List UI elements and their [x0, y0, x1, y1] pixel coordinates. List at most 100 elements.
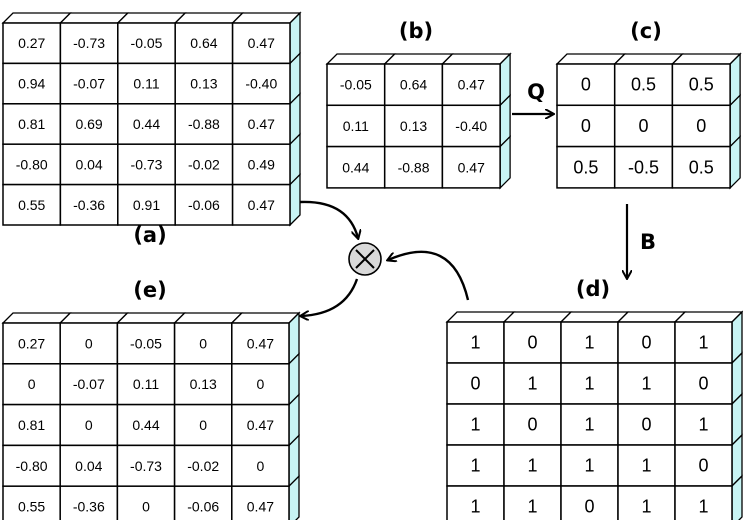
- matrix-cell-value: 1: [641, 497, 651, 517]
- matrix-cell-value: 0.27: [18, 335, 45, 351]
- matrix-cell-value: 0.04: [75, 458, 102, 474]
- matrix-cell-value: -0.07: [73, 76, 105, 92]
- cell-top-face: [231, 12, 302, 24]
- matrix-cell-value: 1: [584, 456, 594, 476]
- label-a: (a): [133, 223, 166, 247]
- matrix-cell-value: 1: [527, 497, 537, 517]
- matrix-cell: [441, 63, 501, 107]
- matrix-cell: [59, 143, 119, 186]
- matrix-cell-value: 0.11: [343, 118, 369, 134]
- matrix-cell: [674, 362, 733, 405]
- matrix-cell: [59, 103, 119, 145]
- matrix-cell-value: 0.27: [18, 35, 45, 51]
- matrix-cell-value: 1: [527, 374, 537, 394]
- matrix-cell: [2, 143, 62, 186]
- matrix-cell-value: 1: [698, 415, 708, 435]
- matrix-cell-value: 0.81: [18, 116, 45, 132]
- matrix-cell: [231, 62, 291, 105]
- matrix-cell-value: 0.44: [132, 417, 159, 433]
- matrix-cell-value: 0.11: [133, 376, 159, 392]
- matrix-cell-value: 0.47: [248, 116, 275, 132]
- matrix-cell-value: -0.73: [131, 156, 163, 172]
- cell-top-face: [230, 312, 301, 324]
- cell-top-face: [383, 53, 454, 65]
- matrix-cell-value: 0: [527, 415, 537, 435]
- matrix-cell-value: 0.5: [573, 157, 598, 177]
- matrix-cell: [59, 403, 119, 447]
- matrix-cell-value: 1: [698, 333, 708, 353]
- cell-top-face: [559, 311, 630, 323]
- matrix-cell-value: 1: [470, 415, 480, 435]
- label-c: (c): [630, 19, 662, 43]
- matrix-cell-value: -0.40: [245, 76, 277, 92]
- cell-top-face: [616, 311, 687, 323]
- matrix-cell: [116, 363, 176, 406]
- matrix-cell-value: 0: [696, 116, 706, 136]
- matrix-cell-value: 0.5: [689, 157, 714, 177]
- matrix-cell-value: 0.04: [75, 156, 102, 172]
- matrix-cell: [674, 444, 733, 487]
- cell-top-face: [555, 53, 627, 65]
- matrix-cell: [59, 485, 119, 520]
- cell-top-face: [613, 53, 684, 65]
- matrix-cell: [671, 145, 731, 189]
- matrix-cell: [503, 321, 562, 364]
- matrix-cell-value: -0.73: [130, 458, 162, 474]
- matrix-cell-value: 0.47: [248, 197, 275, 213]
- matrix-cell-value: -0.05: [131, 35, 163, 51]
- matrix-cell: [116, 485, 176, 520]
- matrix-cell: [173, 322, 233, 365]
- matrix-cell: [441, 104, 501, 148]
- matrix-cell: [116, 444, 176, 487]
- matrix-cell-value: 1: [584, 374, 594, 394]
- matrix-cell-value: 1: [470, 497, 480, 517]
- q-operator-label: Q: [527, 80, 545, 104]
- cell-top-face: [1, 12, 72, 24]
- elementwise-multiply-icon: [348, 242, 382, 276]
- matrix-cell: [231, 103, 291, 145]
- matrix-cell: [231, 444, 290, 487]
- matrix-cell-value: 0: [527, 333, 537, 353]
- matrix-cell-value: 0.11: [133, 76, 159, 92]
- matrix-cell-value: 0: [584, 497, 594, 517]
- matrix-cell-value: 0.13: [190, 76, 217, 92]
- matrix-cell: [446, 444, 505, 487]
- matrix-cell-value: 0.47: [248, 35, 275, 51]
- matrix-cell: [116, 322, 176, 365]
- matrix-cell: [446, 362, 505, 405]
- matrix-cell: [173, 403, 233, 447]
- label-e: (e): [133, 278, 166, 302]
- matrix-cell: [613, 104, 674, 148]
- matrix-cell: [383, 63, 444, 107]
- matrix-cell: [556, 104, 616, 148]
- matrix-cell-value: 0: [698, 456, 708, 476]
- label-b: (b): [399, 19, 433, 43]
- matrix-cell-value: 0: [28, 376, 36, 392]
- matrix-cell: [174, 183, 234, 226]
- matrix-cell-value: 0: [142, 499, 150, 515]
- matrix-cell: [560, 362, 619, 405]
- matrix-cell-value: 0: [641, 415, 651, 435]
- cell-top-face: [116, 12, 187, 24]
- matrix-cell-value: 0: [470, 374, 480, 394]
- matrix-cell: [446, 403, 505, 446]
- matrix-cell-value: 0: [257, 376, 265, 392]
- cell-top-face: [173, 312, 244, 324]
- matrix-cell-value: 0: [698, 374, 708, 394]
- matrix-cell-value: 1: [584, 333, 594, 353]
- matrix-cell-value: -0.73: [73, 35, 105, 51]
- cell-side-face: [729, 135, 741, 190]
- matrix-cell-value: 1: [470, 333, 480, 353]
- matrix-cell-value: 0: [85, 335, 93, 351]
- matrix-cell: [59, 183, 119, 226]
- matrix-cell-value: 1: [641, 374, 651, 394]
- matrix-cell: [503, 444, 562, 487]
- matrix-cell-value: -0.07: [73, 376, 105, 392]
- matrix-cell-value: 0.49: [248, 156, 275, 172]
- matrix-cell-value: -0.06: [187, 499, 219, 515]
- matrix-cell-value: 0.47: [247, 335, 274, 351]
